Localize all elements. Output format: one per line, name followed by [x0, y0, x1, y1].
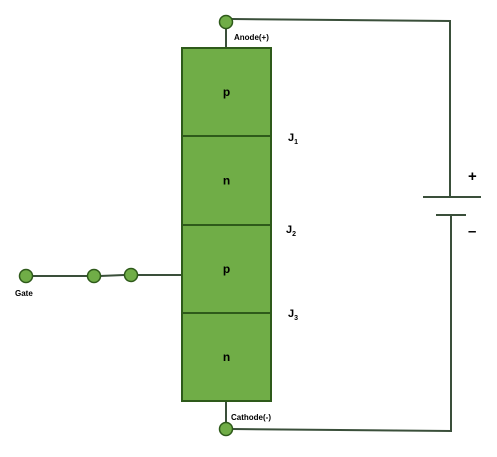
- layer-4-label: n: [223, 350, 230, 364]
- junction-1-label: J1: [288, 132, 298, 146]
- junction-3-label: J3: [288, 308, 298, 322]
- battery: [423, 196, 481, 216]
- anode-terminal: [218, 14, 234, 30]
- anode-to-battery-wire: [231, 18, 451, 197]
- terminals: [18, 14, 234, 437]
- battery-plus-label: +: [468, 168, 477, 185]
- gate-label: Gate: [15, 289, 33, 298]
- cathode-terminal: [218, 421, 234, 437]
- wires: [32, 18, 452, 433]
- battery-minus-label: –: [468, 223, 476, 240]
- junction-2-label: J2: [286, 224, 296, 238]
- anode-label: Anode(+): [234, 33, 269, 42]
- gate-node-2: [123, 267, 139, 283]
- cathode-to-battery-wire: [231, 216, 452, 433]
- cathode-label: Cathode(-): [231, 413, 271, 422]
- gate-terminal: [18, 268, 34, 284]
- gate-node-1: [86, 268, 102, 284]
- layer-1-p: [181, 47, 272, 137]
- semiconductor-layers: p n p n: [181, 47, 272, 402]
- layer-4-n: [181, 312, 272, 402]
- layer-3-label: p: [223, 262, 230, 276]
- layer-2-label: n: [223, 174, 230, 188]
- layer-1-label: p: [223, 85, 230, 99]
- gate-wire-mid: [99, 274, 125, 277]
